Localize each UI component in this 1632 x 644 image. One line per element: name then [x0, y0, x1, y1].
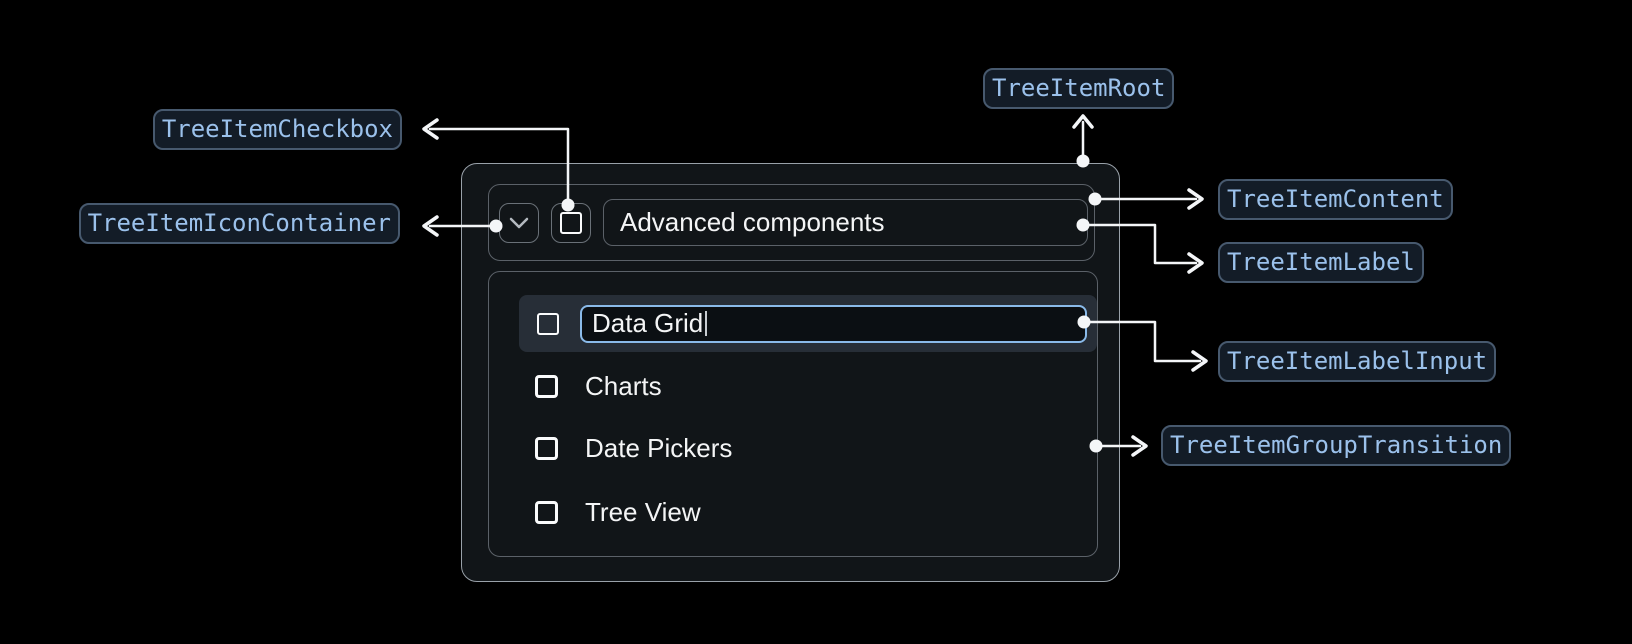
tree-item-row-editing[interactable]: Data Grid: [519, 295, 1097, 352]
checkbox-unchecked-icon[interactable]: [535, 501, 558, 524]
arrowhead-right-icon: [1187, 252, 1204, 274]
label-input-value: Data Grid: [592, 308, 704, 338]
arrowhead-left-icon: [422, 215, 439, 237]
tree-item-label-input[interactable]: Data Grid: [580, 304, 1087, 343]
badge-tree-item-label: TreeItemLabel: [1218, 242, 1424, 283]
badge-tree-item-group-transition: TreeItemGroupTransition: [1161, 425, 1512, 466]
badge-tree-item-label-input: TreeItemLabelInput: [1218, 341, 1497, 382]
tree-item-row-label: Charts: [585, 371, 662, 401]
tree-item-row[interactable]: Date Pickers: [535, 420, 732, 477]
checkbox-unchecked-icon[interactable]: [535, 375, 558, 398]
arrowhead-right-icon: [1191, 350, 1208, 372]
badge-tree-item-root: TreeItemRoot: [983, 68, 1175, 109]
checkbox-unchecked-icon[interactable]: [535, 437, 558, 460]
tree-item-content[interactable]: Advanced components: [488, 184, 1095, 261]
badge-tree-item-icon-container: TreeItemIconContainer: [78, 203, 400, 244]
arrowhead-right-icon: [1131, 435, 1148, 457]
tree-item-row-label: Tree View: [585, 497, 701, 527]
tree-item-icon-container[interactable]: [499, 202, 539, 243]
tree-item-checkbox[interactable]: [551, 202, 591, 243]
badge-tree-item-checkbox: TreeItemCheckbox: [152, 109, 402, 150]
tree-item-row[interactable]: Tree View: [535, 484, 701, 541]
badge-tree-item-content: TreeItemContent: [1218, 179, 1453, 220]
tree-item-row-label: Date Pickers: [585, 433, 733, 463]
checkbox-unchecked-icon: [560, 211, 582, 234]
checkbox-unchecked-icon[interactable]: [537, 312, 559, 335]
arrowhead-left-icon: [422, 118, 439, 140]
text-caret: [705, 311, 708, 336]
tree-item-label: Advanced components: [603, 199, 1088, 246]
tree-item-row[interactable]: Charts: [535, 358, 662, 415]
tree-item-root: Advanced components Data Grid Charts Dat…: [461, 163, 1120, 582]
arrowhead-right-icon: [1187, 188, 1204, 210]
chevron-down-icon: [509, 217, 529, 228]
tree-item-group-transition: Data Grid Charts Date Pickers Tree View: [488, 271, 1098, 557]
arrowhead-up-icon: [1072, 114, 1094, 129]
